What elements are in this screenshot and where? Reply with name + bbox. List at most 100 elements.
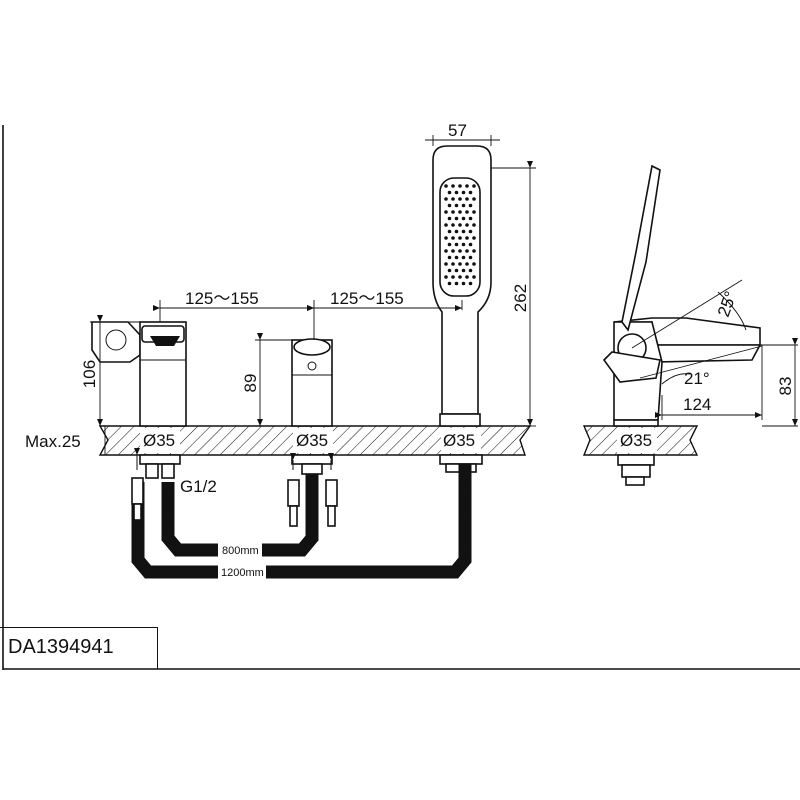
- spray-hole: [468, 255, 473, 260]
- mixer-height-dimension: 106: [80, 315, 140, 426]
- spout-angle-dimension: 21°: [639, 345, 763, 388]
- lever-angle-label: 25°: [714, 289, 741, 320]
- spray-hole: [451, 184, 455, 188]
- spray-hole: [468, 242, 473, 247]
- spray-hole: [461, 203, 466, 208]
- shower-height-dimension: 262: [491, 161, 536, 427]
- spray-hole: [458, 223, 462, 227]
- spray-hole: [451, 275, 455, 279]
- spray-hole: [454, 268, 459, 273]
- side-view-hole: Ø35: [617, 428, 657, 453]
- spray-hole: [447, 281, 452, 286]
- spray-hole: [444, 197, 448, 201]
- spray-hole: [458, 262, 462, 266]
- shower-hole: Ø35: [441, 428, 481, 453]
- spray-hole: [454, 190, 459, 195]
- spray-hole: [444, 249, 448, 253]
- spray-hole: [461, 268, 466, 273]
- spray-hole: [444, 262, 448, 266]
- spray-hole: [458, 236, 462, 240]
- hole-label-3: Ø35: [443, 431, 475, 450]
- spray-hole: [465, 184, 469, 188]
- mixer-tap: [91, 321, 187, 479]
- spray-hole: [468, 229, 473, 234]
- spray-hole: [458, 197, 462, 201]
- hose-label-1: 800mm: [222, 545, 259, 557]
- spray-hole: [465, 210, 469, 214]
- spray-hole: [461, 255, 466, 260]
- spacing-dimensions: 125～155 125～155: [153, 289, 463, 340]
- spray-hole: [444, 210, 448, 214]
- deck-max-dimension: Max.25: [25, 425, 130, 456]
- spray-hole: [472, 210, 476, 214]
- spray-hole: [451, 236, 455, 240]
- spray-holes: [444, 184, 476, 286]
- spray-hole: [461, 281, 466, 286]
- spray-hole: [444, 275, 448, 279]
- spray-hole: [468, 281, 473, 286]
- spray-hole: [451, 210, 455, 214]
- spray-hole: [454, 216, 459, 221]
- spray-hole: [465, 236, 469, 240]
- spray-hole: [447, 268, 452, 273]
- spray-hole: [458, 210, 462, 214]
- drawing-code-box: DA1394941: [0, 627, 158, 669]
- spray-hole: [461, 190, 466, 195]
- spray-hole: [468, 268, 473, 273]
- spray-hole: [465, 249, 469, 253]
- spray-hole: [447, 242, 452, 247]
- drawing-frame: [2, 125, 800, 670]
- spray-hole: [472, 249, 476, 253]
- spray-hole: [454, 203, 459, 208]
- hole-label-2: Ø35: [296, 431, 328, 450]
- spray-hole: [461, 242, 466, 247]
- spray-hole: [468, 216, 473, 221]
- spacing-right-label: 125～155: [330, 289, 404, 308]
- spray-hole: [465, 197, 469, 201]
- spray-hole: [444, 184, 448, 188]
- hand-shower: [432, 145, 492, 473]
- spout-height-dimension: 83: [752, 338, 798, 427]
- spray-hole: [468, 203, 473, 208]
- hose-label-2: 1200mm: [221, 567, 264, 579]
- spray-hole: [465, 223, 469, 227]
- spout-reach-dimension: 124: [655, 345, 763, 420]
- diverter-hole: Ø35: [293, 428, 333, 453]
- spray-hole: [472, 236, 476, 240]
- spray-hole: [451, 249, 455, 253]
- shower-width-label: 57: [448, 121, 467, 140]
- shower-width-dimension: 57: [425, 121, 500, 146]
- spray-hole: [451, 262, 455, 266]
- hoses: 800mm 1200mm: [131, 464, 472, 579]
- mixer-height-label: 106: [80, 360, 99, 388]
- spray-hole: [447, 203, 452, 208]
- spray-hole: [454, 255, 459, 260]
- spray-hole: [465, 262, 469, 266]
- spray-hole: [465, 275, 469, 279]
- drawing-code: DA1394941: [8, 636, 114, 658]
- spray-hole: [472, 223, 476, 227]
- deck-surface: [98, 425, 699, 456]
- spray-hole: [454, 229, 459, 234]
- spout-height-label: 83: [776, 377, 795, 396]
- deck-max-label: Max.25: [25, 432, 81, 451]
- spray-hole: [472, 197, 476, 201]
- spacing-left-label: 125～155: [185, 289, 259, 308]
- hole-label-1: Ø35: [143, 431, 175, 450]
- spray-hole: [454, 281, 459, 286]
- diverter-height-dimension: 89: [241, 333, 292, 426]
- spray-hole: [447, 255, 452, 260]
- spout-reach-label: 124: [683, 395, 711, 414]
- spray-hole: [458, 275, 462, 279]
- spray-hole: [458, 249, 462, 253]
- hole-label-4: Ø35: [620, 431, 652, 450]
- shower-height-label: 262: [511, 284, 530, 312]
- mixer-hole: Ø35: [140, 428, 180, 453]
- spout-angle-label: 21°: [684, 369, 710, 388]
- thread-label: G1/2: [180, 477, 217, 496]
- spray-hole: [461, 216, 466, 221]
- spray-hole: [447, 216, 452, 221]
- diverter-valve: [291, 338, 333, 475]
- spray-hole: [451, 197, 455, 201]
